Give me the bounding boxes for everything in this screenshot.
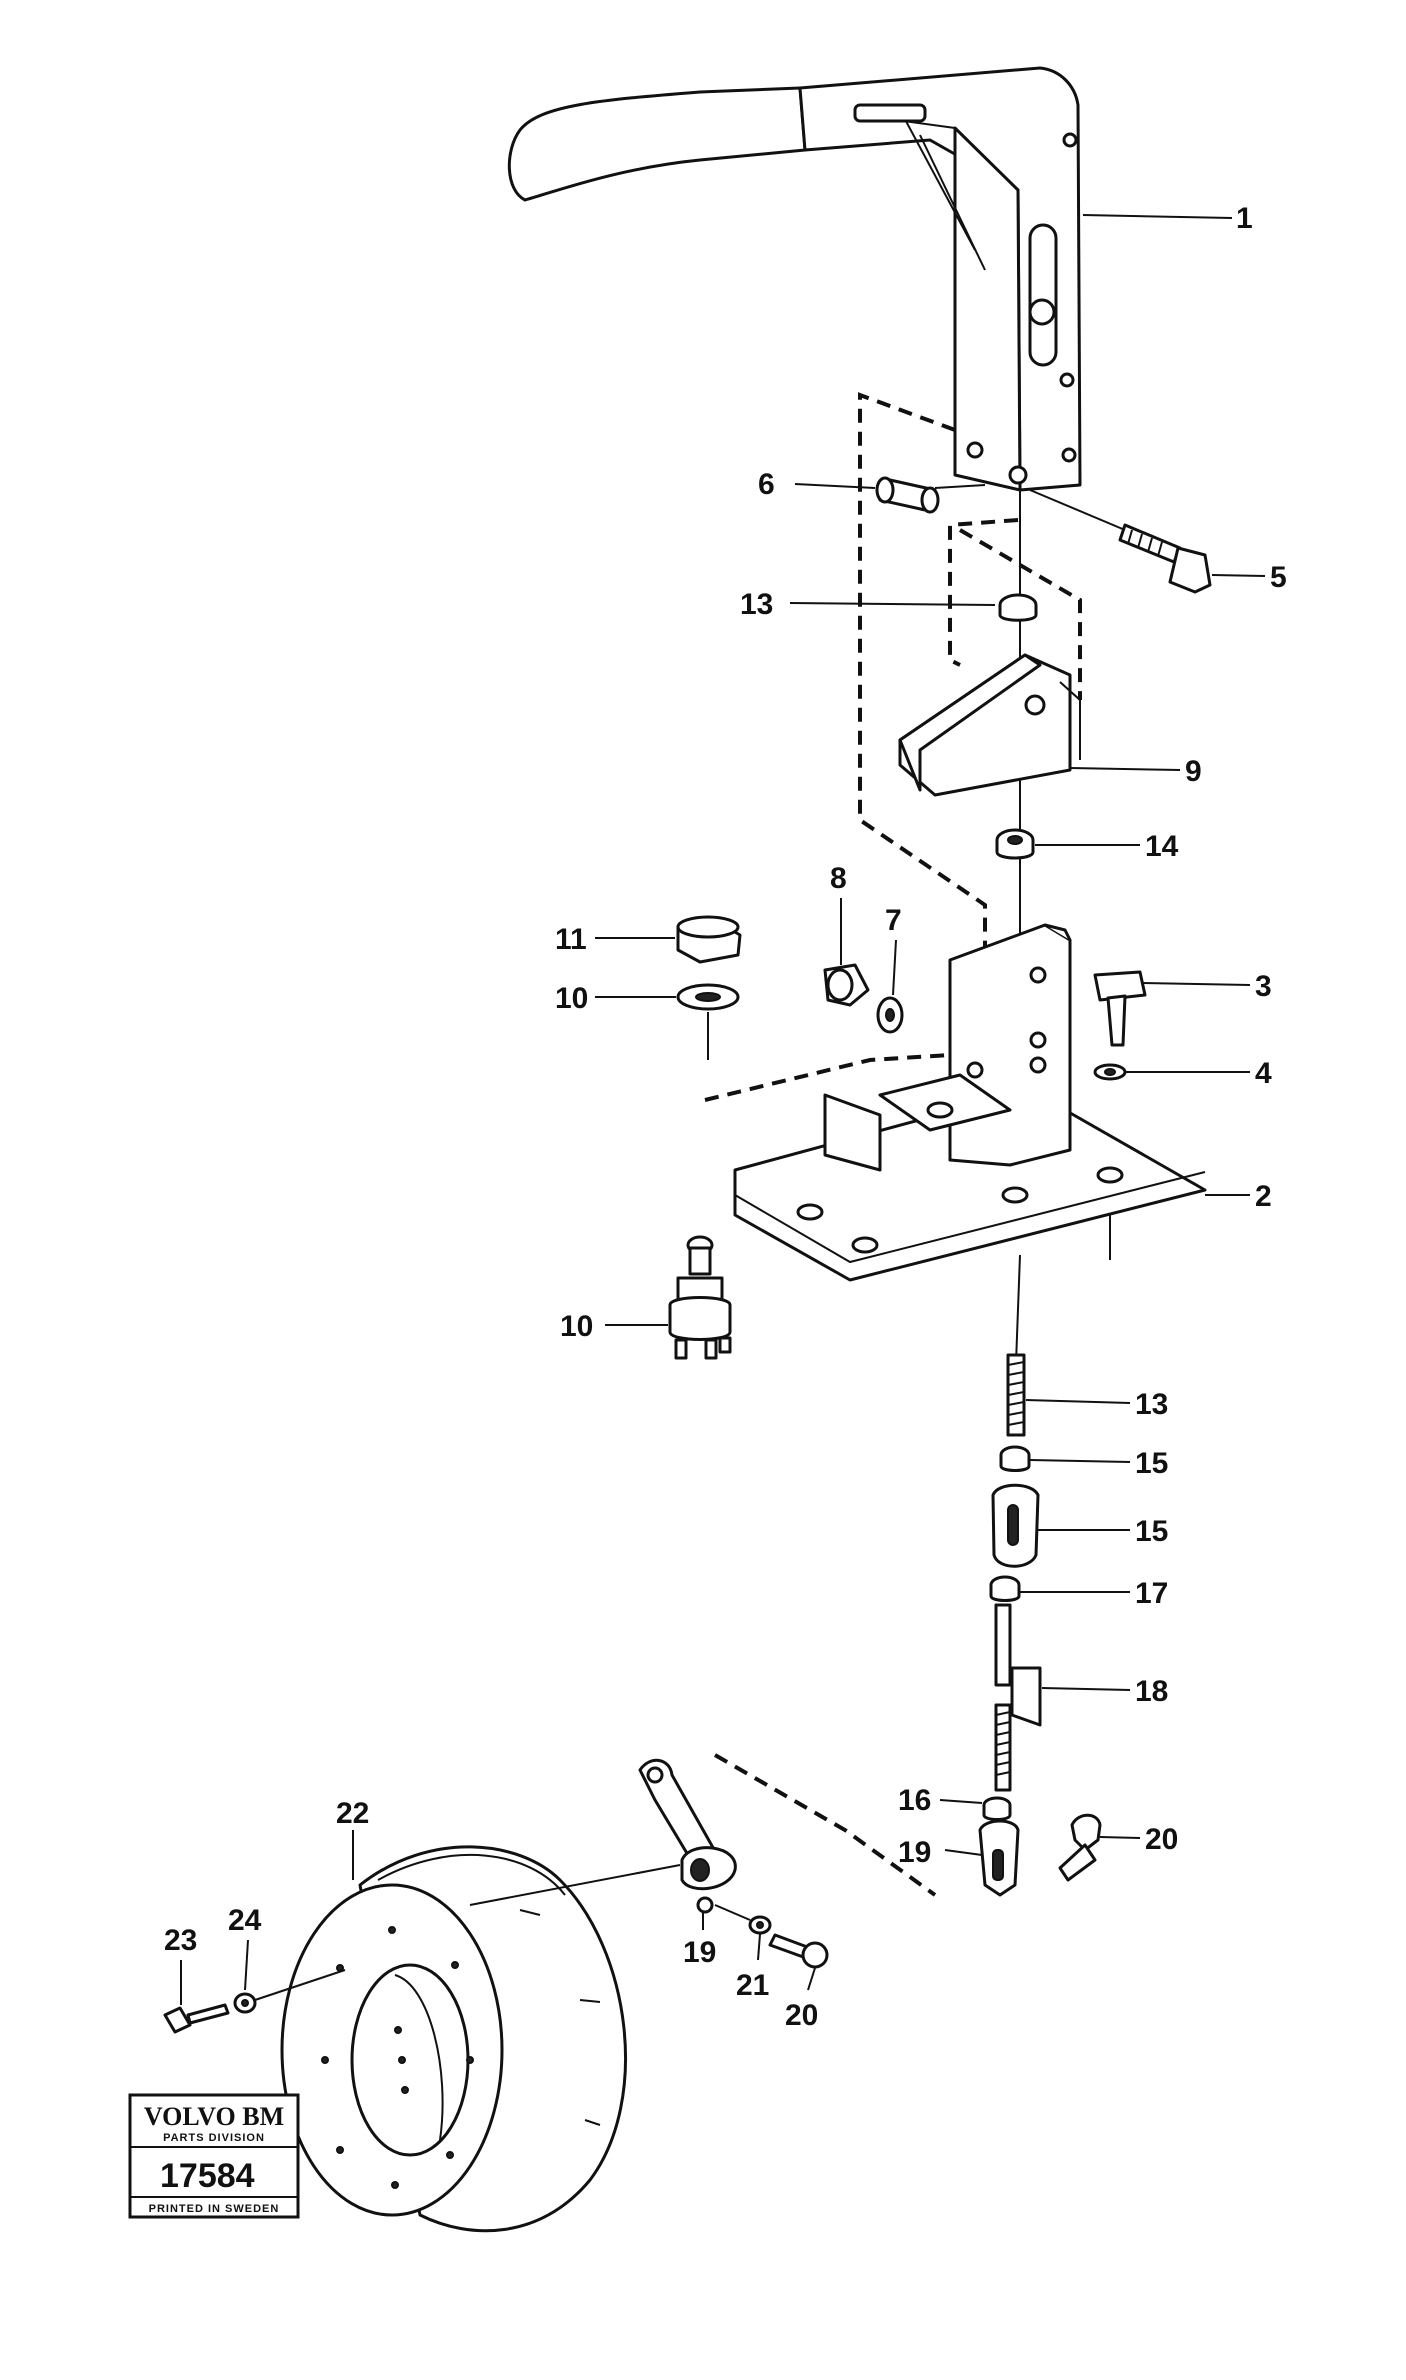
svg-text:8: 8 [830, 862, 847, 895]
pivot-bolt [1029, 489, 1212, 594]
svg-text:13: 13 [740, 588, 773, 621]
callout-7: 7 [885, 904, 902, 996]
pull-rod [994, 1603, 1042, 1792]
callout-12: 11 [555, 923, 675, 956]
svg-text:9: 9 [1185, 755, 1202, 788]
svg-text:20: 20 [1145, 1823, 1178, 1856]
callout-24: 22 [336, 1797, 369, 1880]
svg-text:21: 21 [736, 1969, 769, 2002]
svg-text:19: 19 [683, 1936, 716, 1969]
brake-lever-arm [638, 1759, 737, 1914]
nut-17 [989, 1575, 1021, 1602]
svg-text:16: 16 [898, 1784, 931, 1817]
callout-22: 20 [785, 1967, 818, 2032]
callout-18: 18 [1041, 1675, 1168, 1708]
stamp-brand: VOLVO BM [144, 2102, 284, 2131]
base-bolt [1093, 970, 1147, 1047]
callout-21: 19 [683, 1912, 716, 1969]
lock-washer [748, 1915, 772, 1935]
callout-4: 4 [1126, 1057, 1272, 1090]
stamp-footer: PRINTED IN SWEDEN [149, 2203, 280, 2215]
callout-16-lower: 16 [898, 1784, 983, 1817]
svg-text:6: 6 [758, 468, 775, 501]
svg-text:10: 10 [555, 982, 588, 1015]
callout-3: 3 [1141, 970, 1272, 1003]
svg-text:15: 15 [1135, 1515, 1168, 1548]
svg-text:20: 20 [785, 1999, 818, 2032]
callout-13: 13 [1025, 1388, 1168, 1421]
washer-7 [876, 996, 904, 1034]
svg-text:7: 7 [885, 904, 902, 937]
spacer-sleeve [875, 476, 940, 514]
callout-16-upper: 15 [1029, 1447, 1168, 1480]
svg-text:15: 15 [1135, 1447, 1168, 1480]
nut-8 [823, 963, 870, 1007]
nut-16-upper [999, 1445, 1031, 1472]
svg-text:2: 2 [1255, 1180, 1272, 1213]
callout-25: 23 [164, 1924, 197, 2005]
callout-10: 10 [560, 1310, 668, 1343]
nut-upper [998, 593, 1038, 622]
brake-drum [280, 1845, 681, 2233]
threaded-rod [1006, 1353, 1026, 1437]
washer-4 [1093, 1063, 1127, 1081]
stamp-number: 17584 [160, 2157, 255, 2195]
callout-11: 10 [555, 982, 676, 1015]
callout-17: 17 [1020, 1577, 1168, 1610]
volvo-bm-stamp: VOLVO BM PARTS DIVISION 17584 PRINTED IN… [128, 2093, 300, 2219]
nut-16-lower [982, 1796, 1012, 1821]
svg-text:24: 24 [228, 1904, 262, 1937]
switch-bracket [898, 653, 1081, 797]
turnbuckle [991, 1483, 1040, 1568]
drum-washer [233, 1969, 346, 2014]
base-plate [733, 923, 1207, 1282]
stamp-division: PARTS DIVISION [163, 2132, 265, 2144]
svg-text:18: 18 [1135, 1675, 1168, 1708]
svg-text:3: 3 [1255, 970, 1272, 1003]
callout-23: 21 [736, 1933, 769, 2002]
svg-text:5: 5 [1270, 561, 1287, 594]
callout-19: 19 [898, 1836, 983, 1869]
callout-20: 20 [1099, 1823, 1178, 1856]
svg-text:19: 19 [898, 1836, 931, 1869]
svg-text:17: 17 [1135, 1577, 1168, 1610]
clevis [978, 1819, 1020, 1897]
svg-text:10: 10 [560, 1310, 593, 1343]
callout-14-lower: 14 [1035, 830, 1179, 863]
callout-14-upper: 13 [740, 588, 996, 621]
svg-text:14: 14 [1145, 830, 1179, 863]
callout-15: 15 [1038, 1515, 1168, 1548]
callout-1: 1 [1082, 202, 1253, 235]
svg-text:13: 13 [1135, 1388, 1168, 1421]
washer-11 [676, 983, 740, 1060]
nut-lower [995, 828, 1035, 860]
callout-6: 6 [758, 468, 986, 501]
svg-text:4: 4 [1255, 1057, 1272, 1090]
svg-text:23: 23 [164, 1924, 197, 1957]
svg-text:1: 1 [1236, 202, 1253, 235]
nut-12 [676, 915, 742, 964]
callout-9: 9 [1069, 755, 1202, 788]
callout-2: 2 [1205, 1180, 1272, 1213]
callout-26: 24 [228, 1904, 262, 1991]
clevis-pin [1058, 1813, 1102, 1882]
brake-light-switch [668, 1235, 732, 1360]
callout-8: 8 [830, 862, 847, 965]
svg-text:22: 22 [336, 1797, 369, 1830]
callout-5: 5 [1211, 561, 1287, 594]
svg-text:11: 11 [555, 923, 587, 956]
hand-brake-lever [507, 66, 1082, 492]
drum-bolt [163, 2003, 230, 2034]
arm-bolt [714, 1904, 829, 1969]
